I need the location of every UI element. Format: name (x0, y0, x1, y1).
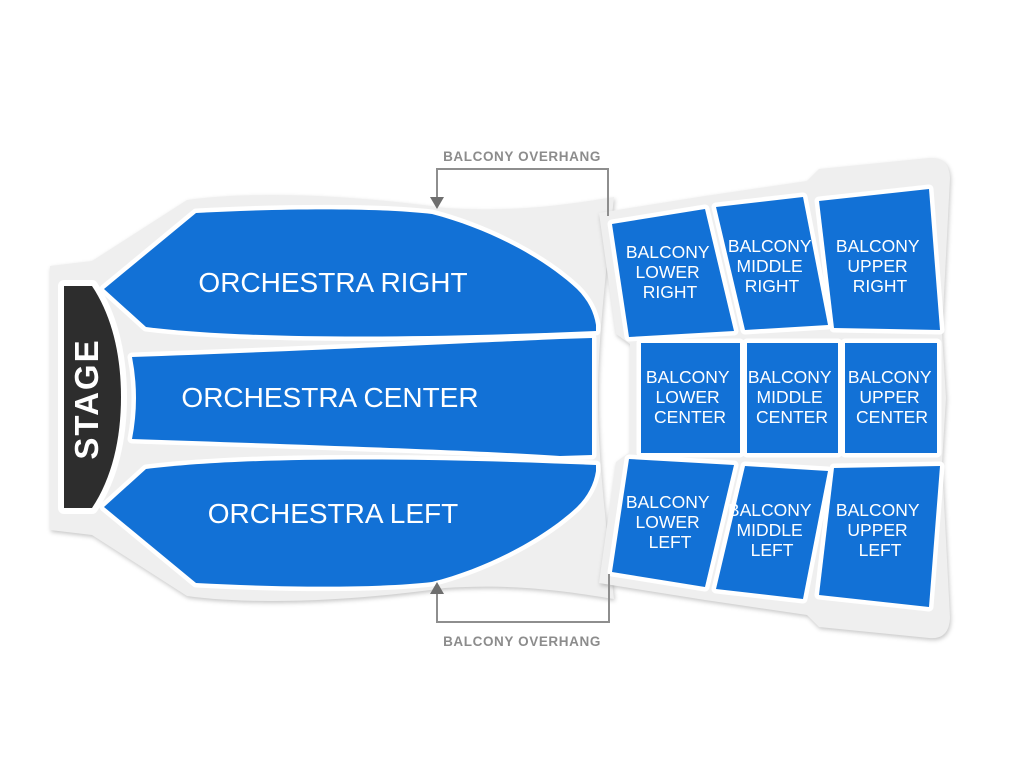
section-balcony-upper-center[interactable]: BALCONY UPPER CENTER (840, 338, 942, 458)
stage: STAGE (58, 280, 127, 514)
balcony-overhang-bottom-bracket (436, 574, 610, 623)
balcony-overhang-top-label: BALCONY OVERHANG (443, 149, 601, 164)
balcony-lower-center-shape[interactable] (636, 338, 745, 458)
balcony-middle-left-shape[interactable] (711, 461, 833, 604)
balcony-upper-center-shape[interactable] (840, 338, 942, 458)
balcony-middle-center-shape[interactable] (742, 338, 843, 458)
stage-label: STAGE (68, 338, 105, 459)
stage-shape (58, 280, 127, 514)
orchestra-center-shape[interactable] (127, 333, 597, 461)
balcony-overhang-annotation-top: BALCONY OVERHANG (430, 149, 609, 216)
balcony-overhang-bottom-arrow-icon (430, 582, 444, 594)
balcony-upper-left-shape[interactable] (814, 461, 945, 612)
balcony-overhang-top-bracket (436, 168, 609, 216)
section-balcony-upper-right[interactable]: BALCONY UPPER RIGHT (814, 184, 945, 335)
section-balcony-lower-center[interactable]: BALCONY LOWER CENTER (636, 338, 745, 458)
section-balcony-middle-center[interactable]: BALCONY MIDDLE CENTER (742, 338, 843, 458)
balcony-overhang-top-arrow-icon (430, 197, 444, 209)
balcony-upper-right-shape[interactable] (814, 184, 945, 335)
orchestra-right-shape[interactable] (99, 204, 601, 342)
balcony-lower-left-shape[interactable] (607, 454, 739, 592)
balcony-overhang-annotation-bottom: BALCONY OVERHANG (430, 574, 610, 649)
section-orchestra-center[interactable]: ORCHESTRA CENTER (127, 333, 597, 461)
balcony-middle-right-shape[interactable] (711, 192, 833, 335)
section-balcony-upper-left[interactable]: BALCONY UPPER LEFT (814, 461, 945, 612)
orchestra-left-shape[interactable] (99, 454, 601, 592)
balcony-overhang-bottom-label: BALCONY OVERHANG (443, 634, 601, 649)
balcony-lower-right-shape[interactable] (607, 204, 739, 342)
